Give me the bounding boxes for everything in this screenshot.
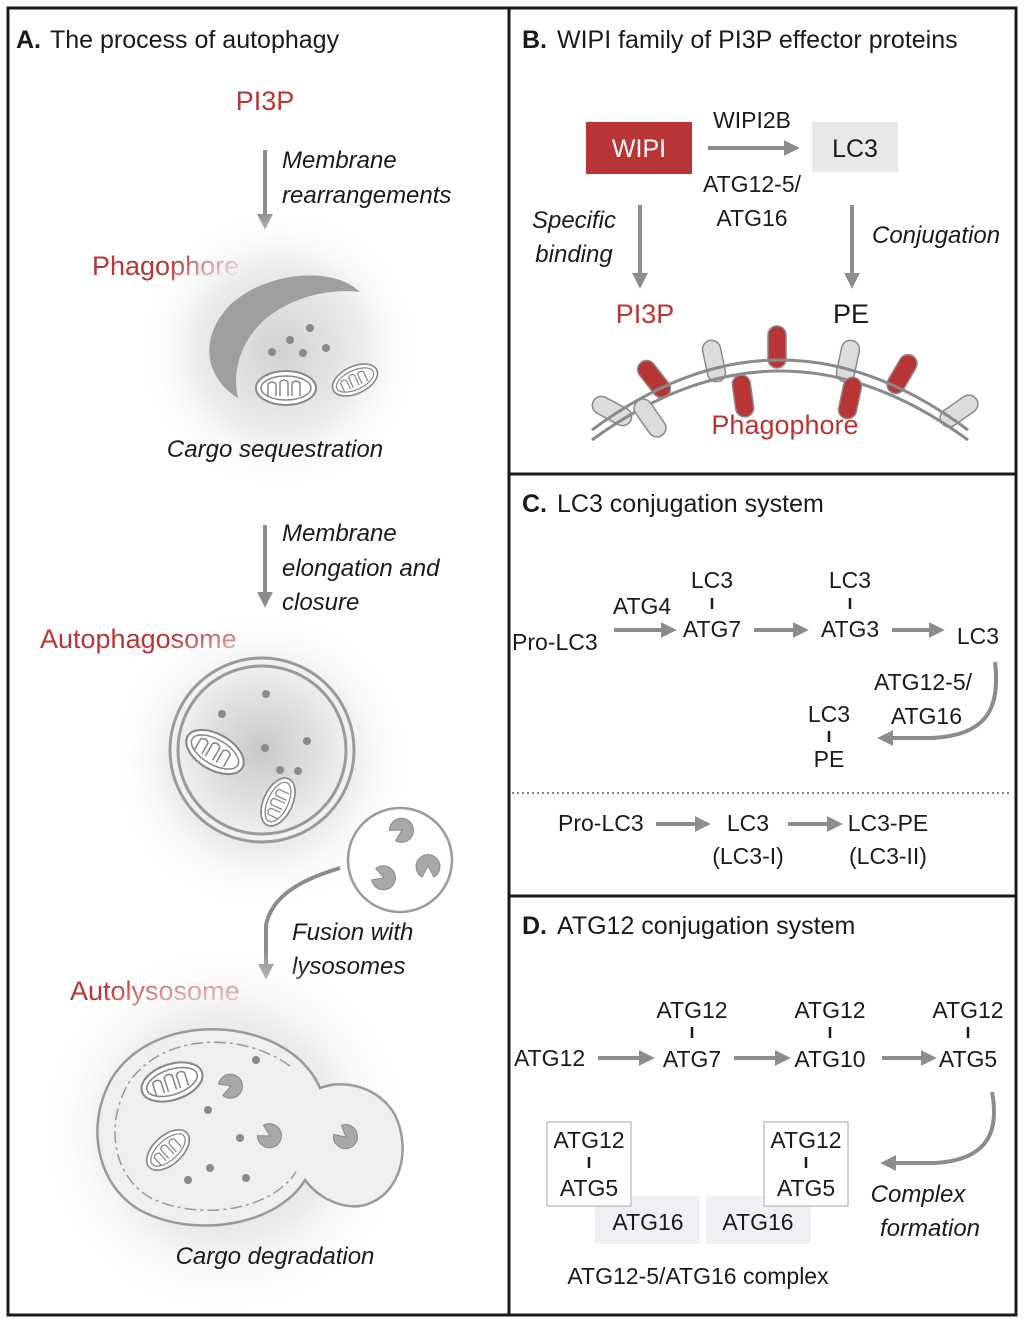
d-box1-bot: ATG5 bbox=[560, 1175, 618, 1201]
d-atg10: ATG10 bbox=[794, 1046, 865, 1072]
b-specific-line2: binding bbox=[535, 241, 613, 268]
c-lc3-c: LC3 bbox=[957, 623, 999, 649]
d-box1-top: ATG12 bbox=[553, 1127, 624, 1153]
b-specific-line1: Specific bbox=[532, 207, 616, 234]
lysosome-illustration bbox=[346, 806, 454, 914]
lc3-box bbox=[812, 122, 898, 172]
c-pro-lc3: Pro-LC3 bbox=[512, 629, 598, 655]
d-atg7: ATG7 bbox=[663, 1046, 721, 1072]
b-pe-label: PE bbox=[833, 299, 869, 329]
a-fusion-line1: Fusion with bbox=[292, 919, 413, 946]
panel-c: C. LC3 conjugation system Pro-LC3 ATG4 L… bbox=[512, 490, 1012, 869]
a-step1-line2: rearrangements bbox=[282, 182, 451, 209]
c-arrow-curve bbox=[877, 661, 999, 746]
panel-b-letter: B. bbox=[522, 26, 547, 54]
wipi-box bbox=[586, 122, 692, 174]
d-box2-bot: ATG5 bbox=[777, 1175, 835, 1201]
a-step2-line1: Membrane bbox=[282, 520, 397, 547]
c-lc3-b: LC3 bbox=[829, 567, 871, 593]
panel-d-title: ATG12 conjugation system bbox=[557, 912, 855, 940]
c-lc3-a: LC3 bbox=[691, 567, 733, 593]
c-lc3-pe-top: LC3 bbox=[808, 701, 850, 727]
c-lc3-2: LC3 bbox=[727, 810, 769, 836]
d-atg12-2: ATG12 bbox=[794, 997, 865, 1023]
d-complex-line2: formation bbox=[880, 1215, 980, 1242]
a-arrow-3 bbox=[258, 866, 341, 980]
b-lc3-label: LC3 bbox=[832, 135, 878, 163]
c-lc3-pe: LC3-PE bbox=[848, 810, 929, 836]
a-step1-line1: Membrane bbox=[282, 147, 397, 174]
a-cargo-seq-label: Cargo sequestration bbox=[167, 436, 383, 463]
c-atg7: ATG7 bbox=[683, 616, 741, 642]
d-atg5: ATG5 bbox=[939, 1046, 997, 1072]
c-atg4: ATG4 bbox=[613, 593, 672, 619]
panel-a-title: The process of autophagy bbox=[50, 26, 340, 54]
d-atg12-3: ATG12 bbox=[932, 997, 1003, 1023]
outer-frame bbox=[6, 6, 1018, 1317]
autolysosome-illustration bbox=[40, 945, 410, 1315]
c-pro-lc3-2: Pro-LC3 bbox=[558, 810, 644, 836]
phagophore-illustration bbox=[140, 210, 420, 490]
b-phagophore-membrane bbox=[591, 325, 979, 442]
c-lc3-pe-bot: PE bbox=[814, 746, 845, 772]
panel-d-letter: D. bbox=[522, 912, 547, 940]
c-atg3: ATG3 bbox=[821, 616, 879, 642]
panel-c-title: LC3 conjugation system bbox=[557, 490, 824, 518]
a-cargo-deg-label: Cargo degradation bbox=[176, 1243, 375, 1270]
d-atg16-1: ATG16 bbox=[612, 1209, 683, 1235]
b-pi3p-label: PI3P bbox=[616, 299, 675, 329]
d-box2-top: ATG12 bbox=[770, 1127, 841, 1153]
d-complex-label: ATG12-5/ATG16 complex bbox=[567, 1263, 829, 1289]
d-atg12-start: ATG12 bbox=[514, 1045, 585, 1071]
b-wipi2b-label: WIPI2B bbox=[713, 107, 791, 133]
c-lc3-i: (LC3-I) bbox=[712, 843, 784, 869]
c-atg-line2: ATG16 bbox=[891, 703, 962, 729]
panel-a-letter: A. bbox=[16, 26, 41, 54]
a-pi3p-label: PI3P bbox=[236, 86, 295, 116]
b-conjugation-label: Conjugation bbox=[872, 222, 1000, 249]
a-step2-line2: elongation and bbox=[282, 555, 440, 582]
b-atg-line1: ATG12-5/ bbox=[703, 171, 802, 197]
c-lc3-ii: (LC3-II) bbox=[849, 843, 927, 869]
autophagosome-illustration bbox=[112, 610, 412, 910]
panel-c-letter: C. bbox=[522, 490, 547, 518]
wipi-label: WIPI bbox=[612, 135, 666, 163]
panel-b-title: WIPI family of PI3P effector proteins bbox=[557, 26, 958, 54]
d-atg12-1: ATG12 bbox=[656, 997, 727, 1023]
panel-b: B. WIPI family of PI3P effector proteins… bbox=[522, 26, 1000, 442]
panel-d: D. ATG12 conjugation system ATG12 ATG12 … bbox=[514, 912, 1004, 1289]
c-atg-line1: ATG12-5/ bbox=[874, 669, 973, 695]
d-atg16-2: ATG16 bbox=[722, 1209, 793, 1235]
d-arrow-curve bbox=[880, 1091, 997, 1171]
b-atg-line2: ATG16 bbox=[716, 205, 787, 231]
panel-a: A. The process of autophagy PI3P Membran… bbox=[16, 26, 454, 1315]
d-complex-line1: Complex bbox=[871, 1181, 967, 1208]
b-phagophore-label: Phagophore bbox=[711, 410, 858, 440]
a-step2-line3: closure bbox=[282, 589, 359, 616]
